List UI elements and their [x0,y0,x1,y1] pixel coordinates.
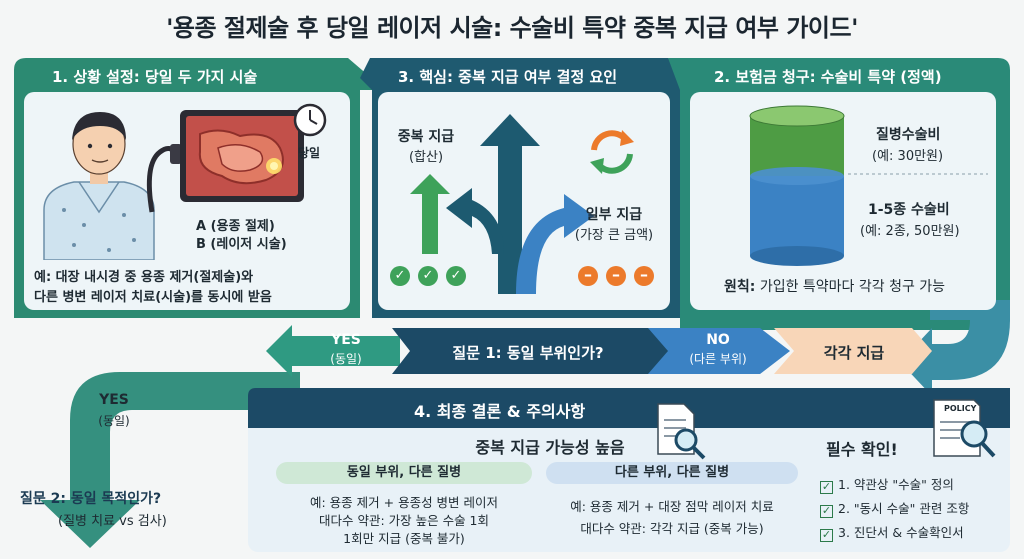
must-item: ✓2. "동시 수술" 관련 조항 [820,501,970,518]
panel4-card [248,428,1010,552]
page-title: '용종 절제술 후 당일 레이저 시술: 수술비 특약 중복 지급 여부 가이드… [166,14,858,42]
question2-sub: (질병 치료 vs 검사) [58,514,167,529]
dup-label: 중복 지급 [397,129,455,145]
endoscope-monitor-illustration [146,110,304,213]
panel1-desc-line2: 다른 병변 레이저 치료(시술)를 동시에 받음 [34,290,272,305]
principle-text: 원칙: 가입한 특약마다 각각 청구 가능 [724,279,946,295]
must-item: ✓1. 약관상 "수술" 정의 [820,477,954,494]
left-line2: 대다수 약관: 가장 높은 수술 1회 [318,513,490,528]
panel3-title: 3. 핵심: 중복 지급 여부 결정 요인 [398,68,618,86]
yes2-sub: (동일) [98,414,130,428]
yes2-label: YES [99,392,129,408]
document-search-icon [657,403,706,460]
panel4-headline: 중복 지급 가능성 높음 [475,438,625,457]
right-line2: 대다수 약관: 각각 지급 (중복 가능) [580,521,764,536]
check-icon: ✓ [418,266,438,286]
no1-sub: (다른 부위) [689,352,747,366]
class-surgery-label: 1-5종 수술비 [868,202,950,218]
each-pay-label: 각각 지급 [823,344,885,362]
panel1-desc-line1: 예: 대장 내시경 중 용종 제거(절제술)와 [34,270,254,285]
class-surgery-example: (예: 2종, 50만원) [860,224,960,239]
clock-icon [293,103,327,137]
minus-icon: – [634,266,654,286]
disease-surgery-example: (예: 30만원) [872,149,944,164]
left-pill: 동일 부위, 다른 질병 [276,462,532,484]
yes1-label: YES [331,332,361,348]
must-item: ✓3. 진단서 & 수술확인서 [820,525,964,542]
part-sub: (가장 큰 금액) [574,228,654,243]
question2: 질문 2: 동일 목적인가? [20,491,162,507]
checkbox-icon: ✓ [820,504,833,518]
decision-arrows-icon [410,114,594,294]
minus-icon: – [606,266,626,286]
left-line3: 1회만 지급 (중복 불가) [343,531,465,546]
disease-surgery-label: 질병수술비 [876,127,941,143]
minus-icon: – [578,266,598,286]
procedure-a-label: A (용종 절제) [196,219,275,234]
check-icon: ✓ [390,266,410,286]
divider-line [848,173,988,175]
policy-label: POLICY [944,404,977,413]
right-pill: 다른 부위, 다른 질병 [546,462,798,484]
patient-illustration [43,112,155,260]
left-line1: 예: 용종 제거 + 용종성 병변 레이저 [309,495,499,510]
question1: 질문 1: 동일 부위인가? [452,344,604,362]
day-label: 당일 [298,146,321,160]
part-label: 일부 지급 [585,207,643,223]
checkbox-icon: ✓ [820,528,833,542]
policy-search-icon [933,399,996,458]
panel4-title: 4. 최종 결론 & 주의사항 [414,402,586,421]
check-icon: ✓ [446,266,466,286]
procedure-b-label: B (레이저 시술) [196,237,287,252]
panel1-title: 1. 상황 설정: 당일 두 가지 시술 [52,68,258,86]
dup-sub: (합산) [408,150,444,165]
refresh-icon [590,130,634,174]
panel2-title: 2. 보험금 청구: 수술비 특약 (정액) [714,68,942,86]
benefit-cylinder-chart [749,105,845,266]
yes1-sub: (동일) [330,352,362,366]
checkbox-icon: ✓ [820,480,833,494]
must-check-title: 필수 확인! [826,440,898,459]
right-line1: 예: 용종 제거 + 대장 점막 레이저 치료 [570,499,774,514]
no1-label: NO [706,332,730,348]
